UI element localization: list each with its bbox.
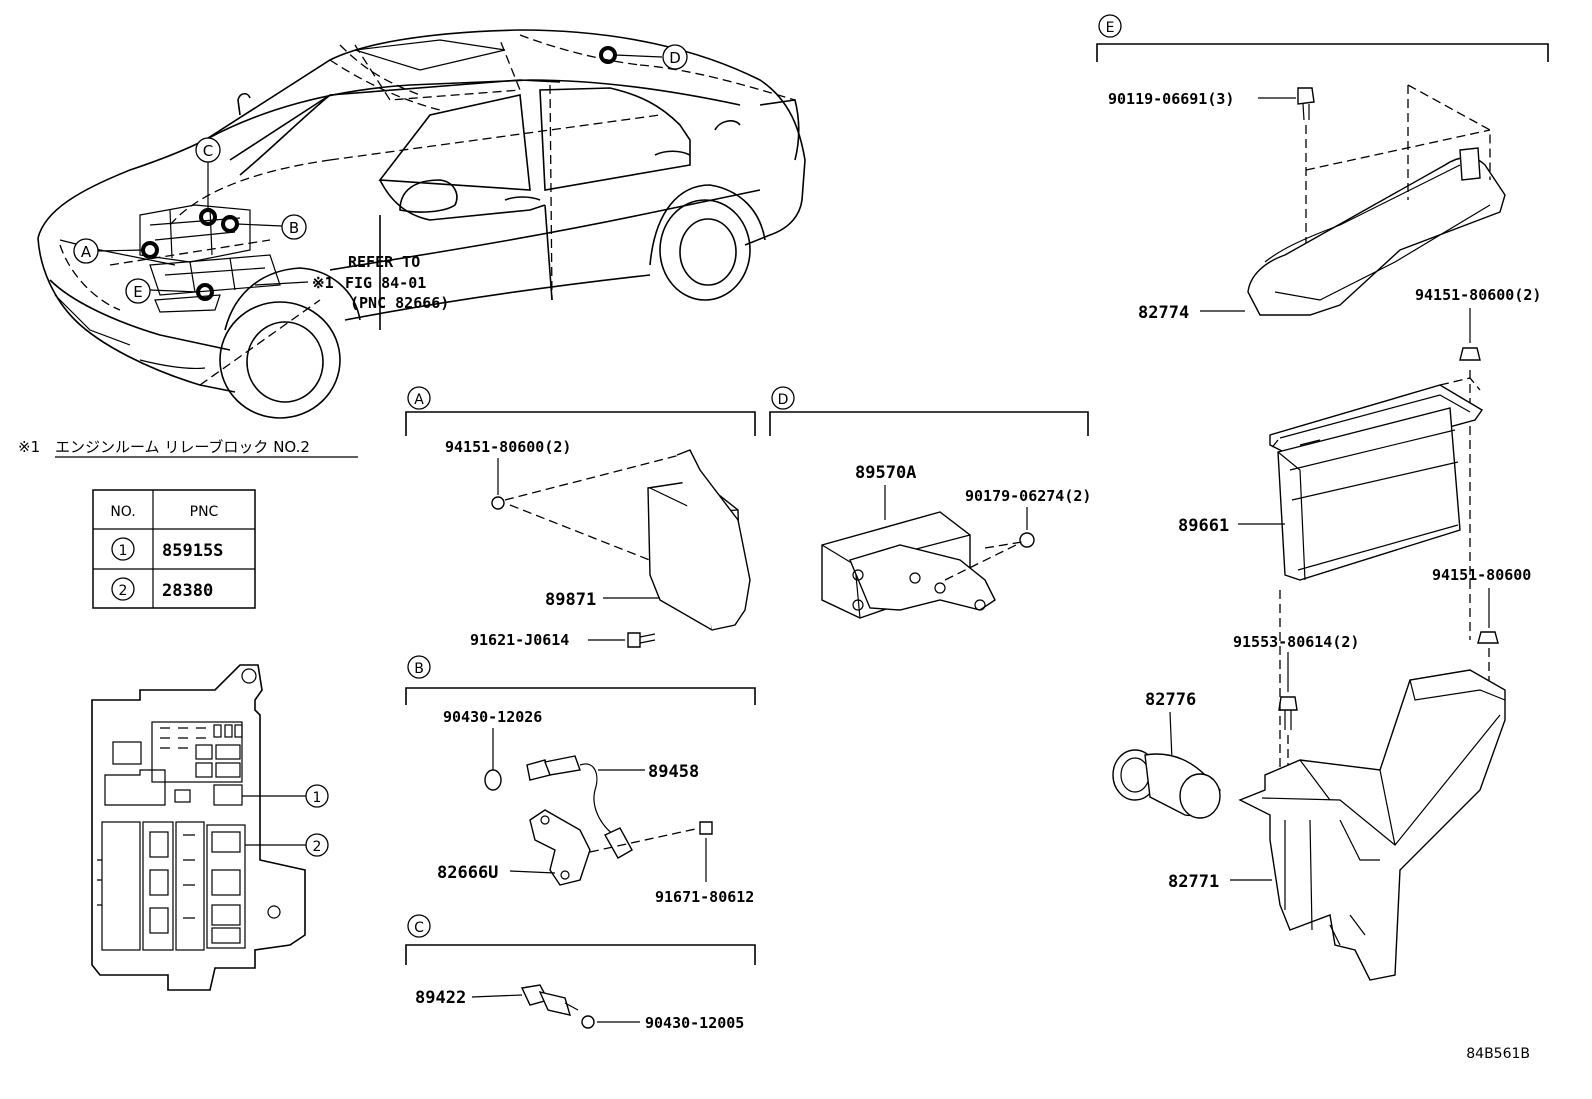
callout-a-car	[73, 238, 99, 264]
section-e: E 90119-06691(3) 82774 94151-80600(2) 89…	[1096, 14, 1549, 981]
section-b: B 90430-12026 89458 82666U 91671-80612	[405, 655, 756, 906]
part-82774: 82774	[1138, 303, 1189, 323]
diagram-code: 84B561B	[1466, 1046, 1530, 1062]
section-d-label: D	[778, 392, 789, 408]
callout-b-car	[281, 214, 307, 240]
section-d: D 89570A 90179-06274(2)	[769, 386, 1091, 619]
pnc-table: NO. PNC 1 85915S 2 28380	[92, 489, 256, 609]
section-c: C 89422 90430-12005	[405, 914, 756, 1032]
section-a-label: A	[414, 392, 424, 408]
part-90430-12005: 90430-12005	[645, 1014, 744, 1032]
table-row-1-no: 1	[119, 543, 128, 559]
callout-d-car-label: D	[669, 49, 681, 67]
part-94151-80600-e-upper: 94151-80600(2)	[1415, 286, 1541, 304]
part-89661: 89661	[1178, 516, 1229, 536]
part-89570a: 89570A	[855, 463, 916, 483]
part-89422: 89422	[415, 988, 466, 1008]
part-91621-j0614: 91621-J0614	[470, 631, 569, 649]
part-82666u: 82666U	[437, 863, 498, 883]
relay-block-drawing: 1 2	[91, 664, 329, 991]
relay-callout-2: 2	[313, 839, 322, 855]
section-e-label: E	[1106, 20, 1115, 36]
part-94151-80600-a: 94151-80600(2)	[445, 438, 571, 456]
part-90119-06691: 90119-06691(3)	[1108, 90, 1234, 108]
table-row-2-no: 2	[119, 583, 128, 599]
callout-d-car	[662, 44, 688, 70]
callout-a-car-label: A	[81, 243, 92, 261]
part-90179-06274: 90179-06274(2)	[965, 487, 1091, 505]
note-text: エンジンルーム リレーブロック NO.2	[55, 438, 310, 456]
note-mark: ※1	[18, 438, 40, 456]
part-89871: 89871	[545, 590, 596, 610]
relay-block-note: ※1 エンジンルーム リレーブロック NO.2	[18, 438, 358, 458]
part-94151-80600-e-lower: 94151-80600	[1432, 566, 1531, 584]
part-90430-12026: 90430-12026	[443, 708, 542, 726]
part-89458: 89458	[648, 762, 699, 782]
table-row-1-pnc: 85915S	[162, 541, 223, 561]
section-b-label: B	[414, 661, 424, 677]
callout-e-car	[125, 278, 151, 304]
callout-c-car-label: C	[203, 142, 213, 160]
section-c-label: C	[414, 920, 424, 936]
refer-mark: ※1	[312, 274, 334, 292]
section-a: A 94151-80600(2) 89871 91621-J0614	[405, 386, 756, 649]
part-82776: 82776	[1145, 690, 1196, 710]
table-header-no: NO.	[110, 504, 135, 520]
part-82771: 82771	[1168, 872, 1219, 892]
callout-e-car-label: E	[133, 283, 142, 301]
refer-line-2: FIG 84-01	[345, 274, 426, 292]
relay-callout-1: 1	[313, 790, 322, 806]
table-row-2-pnc: 28380	[162, 581, 213, 601]
table-header-pnc: PNC	[190, 504, 219, 520]
callout-b-car-label: B	[289, 219, 299, 237]
refer-line-1: REFER TO	[348, 253, 420, 271]
refer-line-3: (PNC 82666)	[350, 294, 449, 312]
part-91671-80612: 91671-80612	[655, 888, 754, 906]
callout-c-car	[195, 137, 221, 163]
part-91553-80614: 91553-80614(2)	[1233, 633, 1359, 651]
car-illustration: A C B E D REFER TO ※1 FIG 84-01 (PNC 826…	[37, 29, 806, 419]
